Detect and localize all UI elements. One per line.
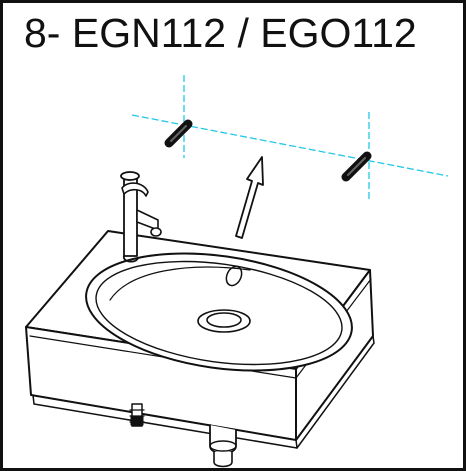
bowl-inner-rim <box>95 260 343 366</box>
faucet <box>120 171 162 263</box>
right-wall-bolt <box>341 151 372 182</box>
drain-inner <box>206 312 242 328</box>
up-right-arrow-icon <box>235 156 264 239</box>
drain-outer <box>197 309 251 333</box>
wash-basin <box>25 171 375 468</box>
waste-pipe <box>209 424 237 468</box>
horizontal-guide-line <box>131 114 449 177</box>
step-title: 8- EGN112 / EGO112 <box>24 10 417 56</box>
supply-valves <box>129 403 145 427</box>
overflow-hole <box>225 265 243 287</box>
left-wall-bolt <box>164 119 193 148</box>
bowl-rim <box>85 252 353 372</box>
